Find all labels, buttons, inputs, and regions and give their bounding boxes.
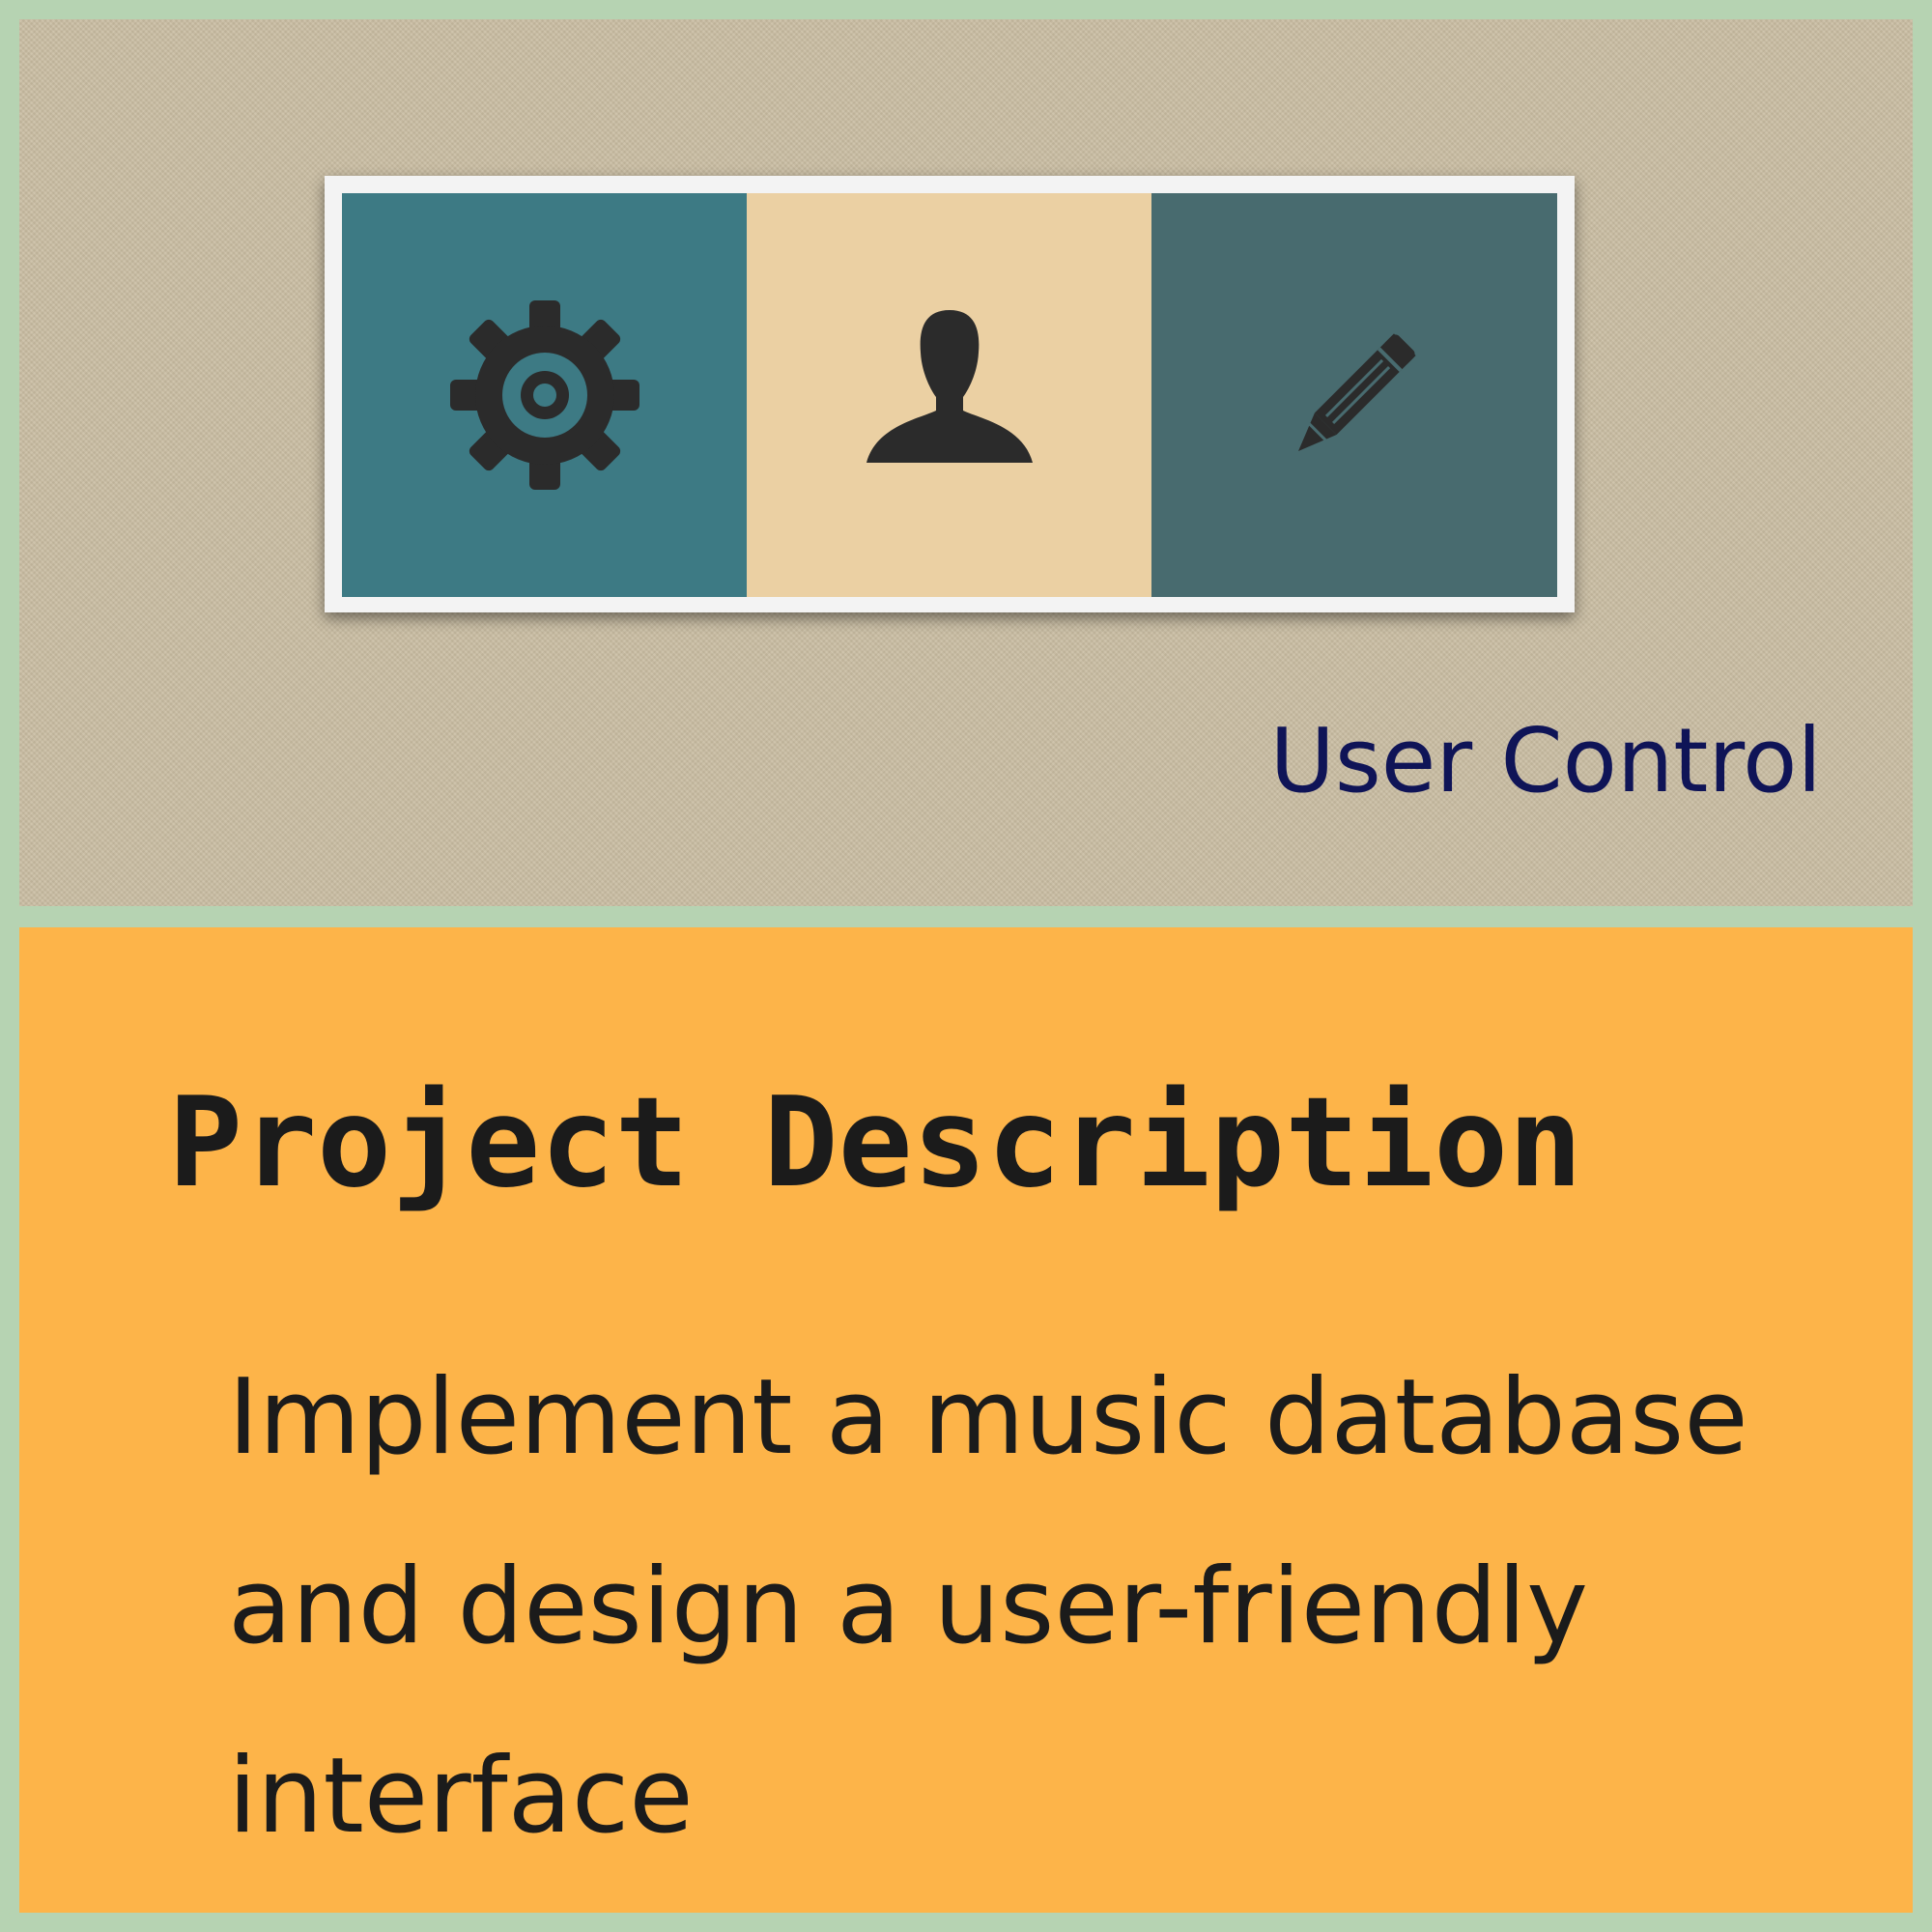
- toolbar: [325, 176, 1575, 612]
- project-description-panel: Project Description Implement a music da…: [19, 927, 1913, 1913]
- project-description-text: Implement a music database and design a …: [228, 1357, 1748, 1857]
- settings-tile[interactable]: [342, 193, 747, 597]
- edit-tile[interactable]: [1151, 193, 1557, 597]
- panel-title: User Control: [1269, 709, 1823, 812]
- project-heading: Project Description: [168, 1071, 1583, 1215]
- user-control-panel: User Control: [19, 19, 1913, 906]
- user-tile[interactable]: [747, 193, 1151, 597]
- person-icon: [866, 310, 1033, 463]
- pencil-icon: [1298, 333, 1416, 451]
- gear-icon: [449, 300, 639, 490]
